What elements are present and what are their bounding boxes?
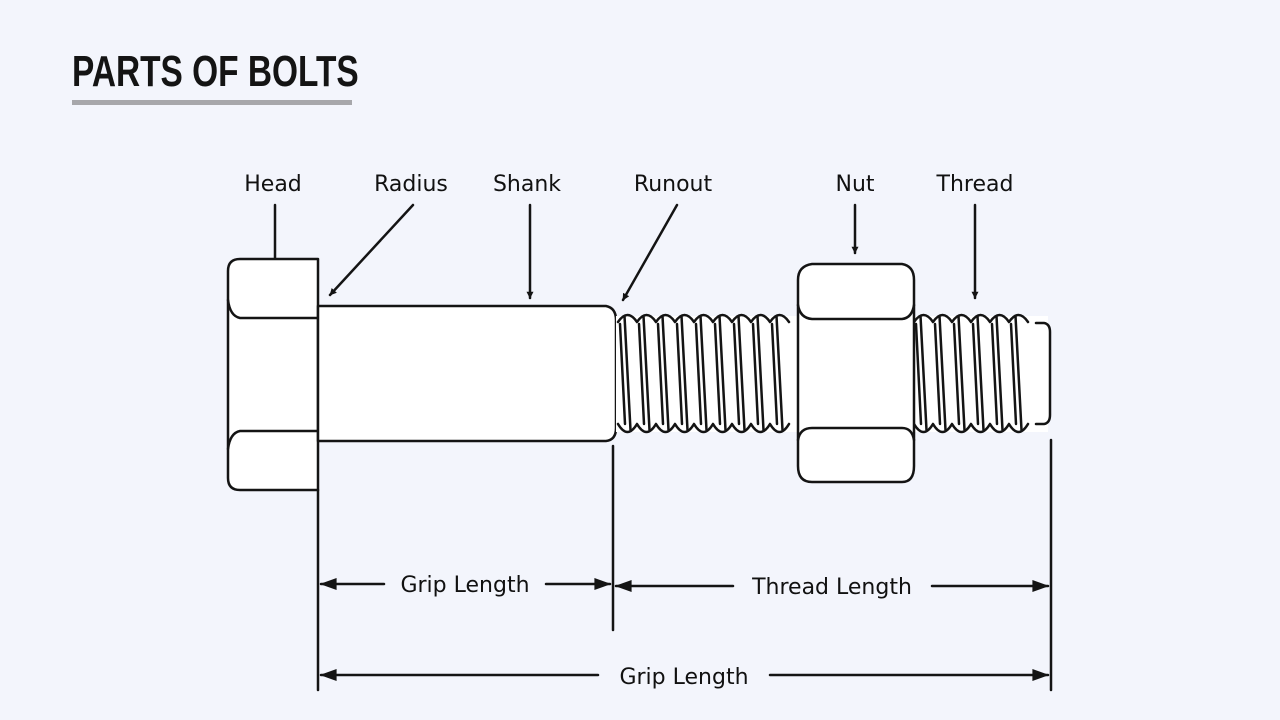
thread-crest-line <box>737 314 746 432</box>
label-nut: Nut <box>835 172 874 197</box>
thread-crest-line <box>623 314 632 432</box>
thread-crest-line <box>642 314 651 432</box>
thread-crest-line <box>957 314 966 432</box>
thread-crest-line <box>680 314 689 432</box>
label-head: Head <box>244 172 302 197</box>
thread-root-line <box>618 322 627 426</box>
nut <box>796 262 916 484</box>
label-runout: Runout <box>634 172 713 197</box>
thread-crest-line <box>699 314 708 432</box>
radius-arrow <box>328 203 415 297</box>
thread-crest-line <box>775 314 784 432</box>
runout-arrow <box>621 203 679 302</box>
thread-root-line <box>971 322 980 426</box>
thread-crest-line <box>756 314 765 432</box>
thread-root-line <box>1009 322 1018 426</box>
label-thread: Thread <box>936 172 1014 197</box>
title-underline <box>72 100 352 105</box>
thread-crest-line <box>1014 314 1023 432</box>
thread-length-label: Thread Length <box>751 575 912 600</box>
grip-length-upper-label: Grip Length <box>400 573 529 598</box>
thread-root-line <box>990 322 999 426</box>
thread-root-line <box>952 322 961 426</box>
thread-root-line <box>675 322 684 426</box>
thread-root-line <box>732 322 741 426</box>
thread-root-line <box>694 322 703 426</box>
thread-root-line <box>770 322 779 426</box>
thread-crest-line <box>919 314 928 432</box>
thread-root-line <box>751 322 760 426</box>
thread-crest-line <box>976 314 985 432</box>
bolt-head <box>226 257 320 492</box>
thread-root-line <box>637 322 646 426</box>
label-radius: Radius <box>374 172 448 197</box>
page-title: PARTS OF BOLTS <box>72 47 359 96</box>
thread-root-line <box>713 322 722 426</box>
grip-length-lower-label: Grip Length <box>619 665 748 690</box>
thread-crest-line <box>938 314 947 432</box>
thread-root-line <box>914 322 923 426</box>
bolt-shank <box>316 304 618 443</box>
thread-root-line <box>933 322 942 426</box>
thread-crest-line <box>661 314 670 432</box>
thread-crest-line <box>718 314 727 432</box>
thread-crest-line <box>995 314 1004 432</box>
label-shank: Shank <box>493 172 561 197</box>
thread-root-line <box>656 322 665 426</box>
